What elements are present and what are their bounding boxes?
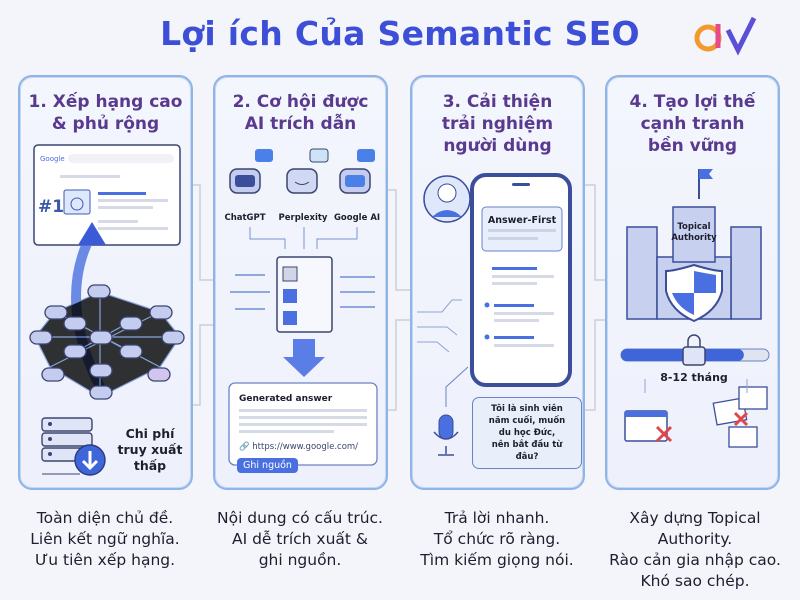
robot-icon	[229, 149, 273, 194]
castle-icon: Topical Authority 8-12 tháng	[620, 169, 770, 448]
caption-ai-citation: Nội dung có cấu trúc. AI dễ trích xuất &…	[205, 508, 395, 571]
retrieval-line: truy xuất	[117, 442, 183, 457]
title-line: trải nghiệm	[441, 114, 554, 134]
title-line: & phủ rộng	[51, 114, 160, 134]
lock-icon	[682, 346, 706, 366]
cite-source-button[interactable]: Ghi nguồn	[237, 458, 298, 473]
caption-line: Tìm kiếm giọng nói.	[420, 551, 574, 569]
ai-bots-icon: ChatGPT Perplexity Google AI Generated a…	[224, 148, 380, 466]
bot-label-perplexity: Perplexity	[279, 213, 328, 223]
panel-ai-citation: 2. Cơ hội được AI trích dẫn ChatGPT Perp…	[213, 75, 388, 490]
panel-title: 3. Cải thiện trải nghiệm người dùng	[412, 91, 583, 157]
title-line: người dùng	[443, 136, 552, 156]
bot-label-google-ai: Google AI	[334, 213, 380, 223]
caption-line: ghi nguồn.	[258, 551, 342, 569]
retrieval-line: thấp	[133, 458, 167, 473]
caption-line: Rào cản gia nhập cao.	[609, 551, 781, 569]
robot-icon	[339, 149, 375, 194]
caption-line: Nội dung có cấu trúc.	[217, 509, 383, 527]
panel-title: 2. Cơ hội được AI trích dẫn	[215, 91, 386, 135]
panel-ranking: 1. Xếp hạng cao & phủ rộng Google #1	[18, 75, 193, 490]
title-line: AI trích dẫn	[244, 114, 357, 134]
answer-first-label: Answer-First	[488, 215, 557, 226]
page-title: Lợi ích Của Semantic SEO	[160, 14, 640, 53]
retrieval-cost-label: Chi phí truy xuất thấp	[115, 426, 185, 474]
progress-label: 8-12 tháng	[660, 371, 728, 384]
query-line: du học Đức,	[498, 428, 556, 438]
caption-line: Liên kết ngữ nghĩa.	[30, 530, 180, 548]
panel-title: 1. Xếp hạng cao & phủ rộng	[20, 91, 191, 135]
voice-query-bubble: Tôi là sinh viên năm cuối, muốn du học Đ…	[472, 397, 582, 469]
panel-title: 4. Tạo lợi thế cạnh tranh bền vững	[607, 91, 778, 157]
microphone-icon	[438, 414, 454, 440]
search-logo: Google	[40, 155, 65, 163]
caption-line: AI dễ trích xuất &	[231, 530, 369, 548]
panel-user-experience: 3. Cải thiện trải nghiệm người dùng Answ…	[410, 75, 585, 490]
caption-ranking: Toàn diện chủ đề. Liên kết ngữ nghĩa. Ưu…	[10, 508, 200, 571]
title-line: 3. Cải thiện	[442, 92, 553, 112]
castle-label: Authority	[671, 233, 717, 243]
smartphone-icon: Answer-First	[417, 173, 572, 456]
caption-line: Ưu tiên xếp hạng.	[34, 551, 176, 569]
query-line: nên bắt đầu từ	[491, 440, 563, 450]
answer-title: Generated answer	[239, 394, 333, 404]
query-line: Tôi là sinh viên	[491, 404, 563, 414]
answer-url: 🔗 https://www.google.com/	[239, 441, 358, 452]
caption-line: Trả lời nhanh.	[444, 509, 550, 527]
title-line: 1. Xếp hạng cao	[28, 92, 183, 112]
robot-icon	[286, 148, 329, 194]
server-download-icon	[41, 417, 106, 476]
caption-competitive-advantage: Xây dựng Topical Authority. Rào cản gia …	[595, 508, 795, 592]
title-line: cạnh tranh	[640, 114, 745, 134]
bot-label-chatgpt: ChatGPT	[224, 213, 265, 223]
retrieval-line: Chi phí	[125, 426, 175, 441]
knowledge-graph-icon	[29, 284, 185, 400]
caption-line: Authority.	[657, 530, 733, 548]
title-line: 4. Tạo lợi thế	[629, 92, 756, 112]
gtv-logo	[694, 16, 757, 56]
caption-line: Xây dựng Topical	[629, 509, 761, 527]
query-line: đâu?	[515, 452, 539, 462]
title-line: bền vững	[647, 136, 738, 156]
arrow-down-icon	[283, 339, 325, 377]
caption-line: Khó sao chép.	[640, 572, 750, 590]
rank-label: #1	[38, 197, 64, 217]
caption-user-experience: Trả lời nhanh. Tổ chức rõ ràng. Tìm kiếm…	[402, 508, 592, 571]
title-line: 2. Cơ hội được	[232, 92, 369, 112]
panel-competitive-advantage: 4. Tạo lợi thế cạnh tranh bền vững Topic…	[605, 75, 780, 490]
caption-line: Toàn diện chủ đề.	[36, 509, 174, 527]
query-line: năm cuối, muốn	[488, 416, 566, 426]
castle-label: Topical	[677, 222, 710, 232]
caption-line: Tổ chức rõ ràng.	[433, 530, 561, 548]
